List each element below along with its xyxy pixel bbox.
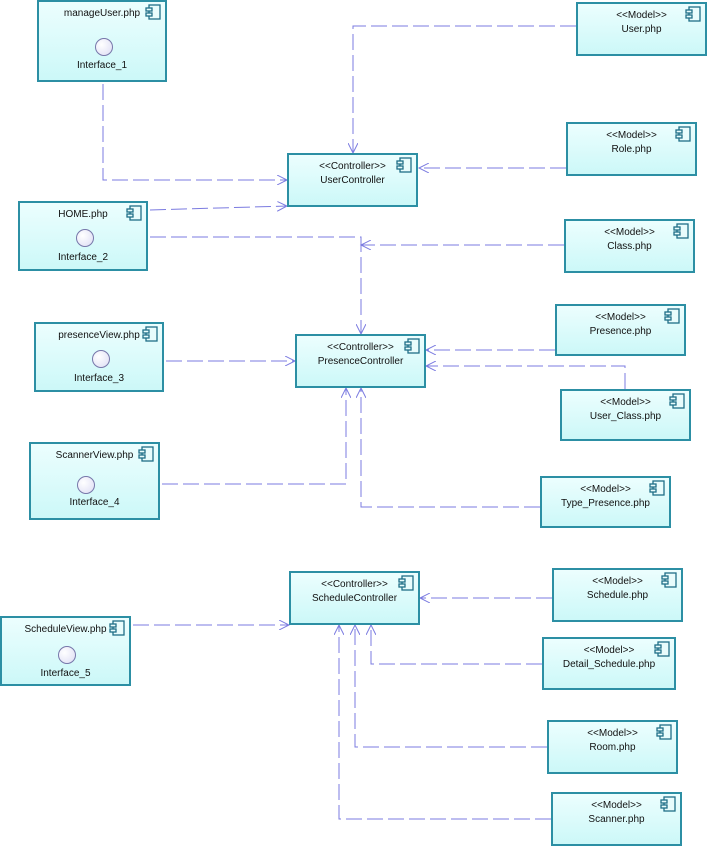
model-detail-schedule[interactable]: <<Model>> Detail_Schedule.php bbox=[542, 637, 676, 690]
component-icon bbox=[145, 4, 161, 20]
view-file-label: presenceView.php bbox=[58, 330, 140, 341]
component-icon bbox=[138, 446, 154, 462]
component-icon bbox=[396, 157, 412, 173]
controller-usercontroller[interactable]: <<Controller>> UserController bbox=[287, 153, 418, 207]
view-file-label: ScannerView.php bbox=[55, 450, 134, 461]
dep-userclass-presencecontroller bbox=[426, 366, 626, 389]
model-role[interactable]: <<Model>> Role.php bbox=[566, 122, 697, 176]
stereotype-label: <<Model>> bbox=[606, 130, 657, 141]
dep-scannerview-presencecontroller bbox=[162, 388, 346, 485]
component-icon bbox=[142, 326, 158, 342]
model-schedule[interactable]: <<Model>> Schedule.php bbox=[552, 568, 683, 622]
component-icon bbox=[649, 480, 665, 496]
stereotype-label: <<Model>> bbox=[592, 576, 643, 587]
interface-label: Interface_2 bbox=[57, 252, 109, 263]
stereotype-label: <<Controller>> bbox=[319, 161, 386, 172]
interface-circle-icon bbox=[92, 350, 110, 368]
view-home[interactable]: HOME.php Interface_2 bbox=[18, 201, 148, 271]
stereotype-label: <<Model>> bbox=[616, 10, 667, 21]
component-icon bbox=[404, 338, 420, 354]
stereotype-label: <<Model>> bbox=[591, 800, 642, 811]
stereotype-label: <<Model>> bbox=[600, 397, 651, 408]
component-icon bbox=[673, 223, 689, 239]
component-icon bbox=[654, 641, 670, 657]
component-icon bbox=[675, 126, 691, 142]
view-file-label: manageUser.php bbox=[63, 8, 141, 19]
component-icon bbox=[669, 393, 685, 409]
view-manageuser[interactable]: manageUser.php Interface_1 bbox=[37, 0, 167, 82]
interface-circle-icon bbox=[77, 476, 95, 494]
model-user[interactable]: <<Model>> User.php bbox=[576, 2, 707, 56]
model-name: Detail_Schedule.php bbox=[562, 659, 656, 670]
model-name: Type_Presence.php bbox=[561, 498, 650, 509]
controller-name: PresenceController bbox=[317, 356, 404, 367]
view-scheduleview[interactable]: ScheduleView.php Interface_5 bbox=[0, 616, 131, 686]
component-icon bbox=[109, 620, 125, 636]
controller-presencecontroller[interactable]: <<Controller>> PresenceController bbox=[295, 334, 426, 388]
stereotype-label: <<Model>> bbox=[604, 227, 655, 238]
model-name: Room.php bbox=[589, 742, 636, 753]
view-scannerview[interactable]: ScannerView.php Interface_4 bbox=[29, 442, 160, 520]
model-name: Schedule.php bbox=[586, 590, 649, 601]
model-type-presence[interactable]: <<Model>> Type_Presence.php bbox=[540, 476, 671, 528]
stereotype-label: <<Controller>> bbox=[327, 342, 394, 353]
interface-label: Interface_3 bbox=[73, 373, 125, 384]
component-icon bbox=[661, 572, 677, 588]
interface-label: Interface_5 bbox=[40, 668, 91, 679]
stereotype-label: <<Controller>> bbox=[321, 579, 388, 590]
component-icon bbox=[656, 724, 672, 740]
stereotype-label: <<Model>> bbox=[580, 484, 631, 495]
model-name: Class.php bbox=[607, 241, 652, 252]
component-icon bbox=[685, 6, 701, 22]
dep-room-schedulecontroller bbox=[355, 625, 547, 748]
model-name: User.php bbox=[621, 24, 662, 35]
model-name: User_Class.php bbox=[589, 411, 662, 422]
controller-name: ScheduleController bbox=[311, 593, 398, 604]
model-name: Presence.php bbox=[589, 326, 652, 337]
stereotype-label: <<Model>> bbox=[595, 312, 646, 323]
dep-typepresence-presencecontroller bbox=[361, 388, 540, 508]
view-presenceview[interactable]: presenceView.php Interface_3 bbox=[34, 322, 164, 392]
view-file-label: ScheduleView.php bbox=[24, 624, 107, 635]
model-class[interactable]: <<Model>> Class.php bbox=[564, 219, 695, 273]
view-file-label: HOME.php bbox=[58, 209, 108, 220]
dep-detailschedule-schedulecontroller bbox=[371, 625, 542, 665]
dep-scanner-schedulecontroller bbox=[339, 625, 551, 820]
model-user-class[interactable]: <<Model>> User_Class.php bbox=[560, 389, 691, 441]
interface-circle-icon bbox=[76, 229, 94, 247]
model-scanner[interactable]: <<Model>> Scanner.php bbox=[551, 792, 682, 846]
dep-home-usercontroller bbox=[149, 206, 287, 210]
component-icon bbox=[398, 575, 414, 591]
component-icon bbox=[660, 796, 676, 812]
interface-label: Interface_1 bbox=[76, 60, 128, 71]
interface-circle-icon bbox=[95, 38, 113, 56]
stereotype-label: <<Model>> bbox=[583, 645, 635, 656]
dep-user-usercontroller bbox=[353, 25, 576, 153]
interface-label: Interface_4 bbox=[69, 497, 120, 508]
controller-name: UserController bbox=[320, 175, 385, 186]
dep-home-presencecontroller bbox=[150, 236, 361, 334]
interface-circle-icon bbox=[58, 646, 76, 664]
component-icon bbox=[664, 308, 680, 324]
controller-schedulecontroller[interactable]: <<Controller>> ScheduleController bbox=[289, 571, 420, 625]
model-name: Role.php bbox=[611, 144, 652, 155]
model-room[interactable]: <<Model>> Room.php bbox=[547, 720, 678, 774]
model-presence[interactable]: <<Model>> Presence.php bbox=[555, 304, 686, 356]
model-name: Scanner.php bbox=[588, 814, 645, 825]
stereotype-label: <<Model>> bbox=[587, 728, 638, 739]
component-icon bbox=[126, 205, 142, 221]
dep-manageuser-usercontroller bbox=[102, 84, 287, 180]
